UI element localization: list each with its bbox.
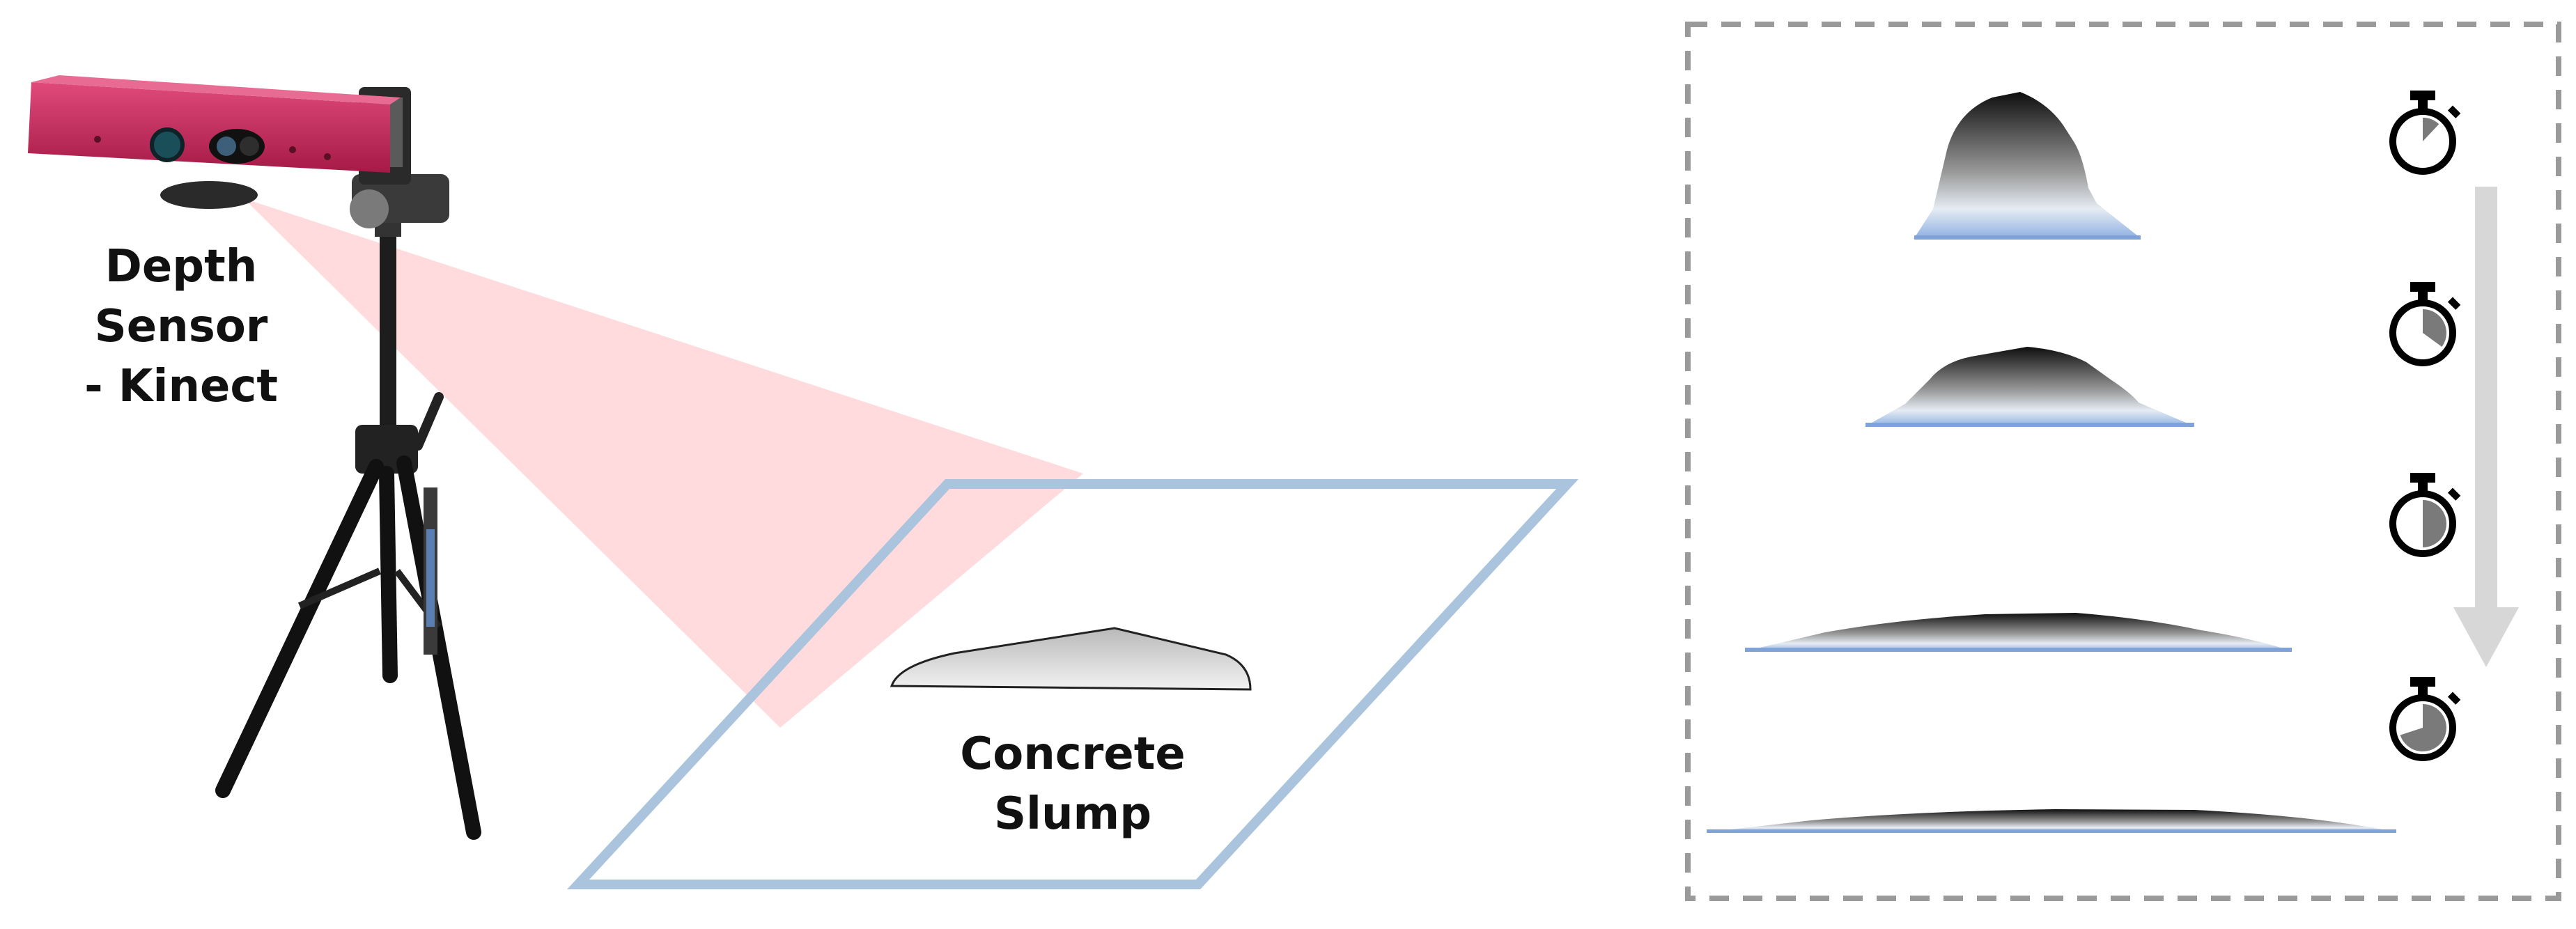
stopwatch-icon [2389, 282, 2461, 366]
tripod-icon [215, 209, 481, 840]
stopwatch-icon [2389, 677, 2461, 761]
stopwatch-elapsed-wedge [2423, 500, 2446, 547]
slump-profile-stage-4 [1707, 809, 2396, 833]
sensor-label-line-1: Depth [104, 241, 258, 292]
stopwatch-elapsed-wedge [2400, 704, 2446, 751]
sensor-label-line-2: Sensor [94, 301, 268, 352]
floor-plate [567, 479, 1578, 889]
stopwatch-elapsed-wedge [2423, 309, 2446, 347]
slump-profile-stage-3 [1745, 613, 2292, 652]
concrete-slump-shape [890, 627, 1252, 691]
sensor-label-line-3: - Kinect [84, 361, 278, 412]
stopwatch-group [2389, 91, 2461, 761]
stopwatch-icon [2389, 91, 2461, 175]
slump-label-line-2: Slump [993, 788, 1152, 840]
stopwatch-icon [2389, 473, 2461, 557]
stopwatch-elapsed-wedge [2423, 118, 2439, 141]
down-arrow-icon [2453, 187, 2519, 667]
sensor-view-cone [244, 198, 1083, 728]
slump-profile-stage-1 [1914, 92, 2141, 240]
concrete-slump-label: Concrete Slump [926, 724, 1219, 844]
depth-sensor-label: Depth Sensor - Kinect [56, 237, 307, 416]
slump-profile-stage-2 [1865, 347, 2194, 427]
slump-label-line-1: Concrete [960, 728, 1186, 780]
depth-sensor-icon [28, 75, 401, 209]
time-sequence-panel [1685, 22, 2561, 901]
